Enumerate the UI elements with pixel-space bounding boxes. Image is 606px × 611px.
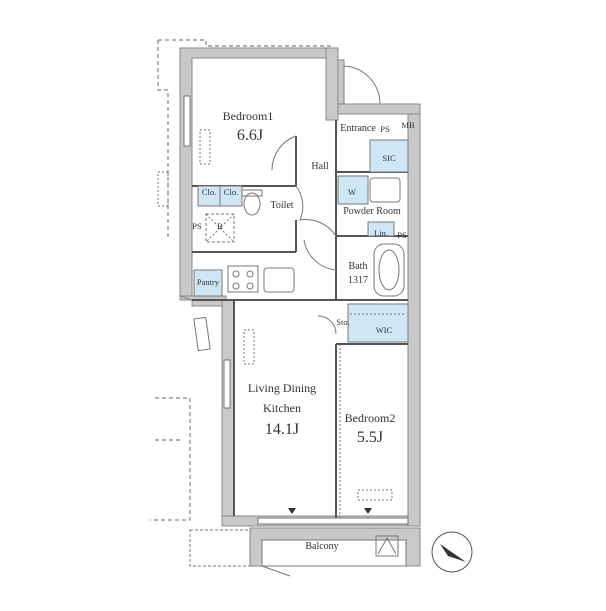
ldk-label-line1: Living Dining: [247, 381, 317, 395]
window-bed1: [183, 95, 191, 147]
markers: [288, 508, 372, 514]
north-arrow-icon: [431, 531, 473, 573]
door-swings: [271, 65, 381, 335]
wall-entrance-top: [337, 103, 421, 115]
wall-entry-door-jamb: [337, 59, 345, 105]
closet-2-tag: Clo.: [223, 187, 239, 197]
hall-door-bed1: [271, 135, 297, 171]
marker-bed2: [364, 508, 372, 514]
bathtub: [373, 243, 405, 297]
linen-area: [367, 221, 395, 237]
balcony-outline: [189, 529, 407, 577]
toilet-door: [295, 185, 304, 221]
bedroom1-area: 6.6J: [236, 127, 264, 144]
entry-door: [343, 65, 381, 105]
lin-tag: Lin.: [374, 228, 388, 238]
ldk-area: 14.1J: [264, 421, 300, 438]
wic-label: WIC: [375, 325, 393, 335]
sink: [369, 177, 401, 203]
bedroom2-label: Bedroom2: [344, 411, 396, 425]
bath-label: Bath: [348, 261, 368, 272]
wall-right: [407, 107, 421, 527]
ac-unit-bed1: [199, 129, 211, 165]
entrance-label: Entrance: [340, 123, 376, 134]
ac-unit-bed2: [357, 489, 393, 501]
marker-ldk: [288, 508, 296, 514]
closet-1-tag: Clo.: [201, 187, 217, 197]
bathtub-inner: [378, 249, 400, 291]
balcony-label: Balcony: [305, 541, 339, 552]
pantry-area: [193, 269, 223, 297]
wic-area: [347, 303, 409, 343]
wall-bed1-right: [325, 47, 339, 121]
powder-door: [299, 219, 337, 237]
pantry-label: Pantry: [196, 277, 220, 287]
sic-label: SIC: [382, 153, 396, 163]
fixtures: [157, 95, 409, 557]
window-bottom: [257, 517, 409, 525]
toilet-tank: [241, 189, 263, 197]
storage-areas: [193, 139, 409, 343]
washer-tag: W: [347, 187, 357, 197]
hall-label: Hall: [311, 161, 329, 172]
outdoor-unit: [375, 535, 399, 557]
ps-left-tag: PS: [192, 221, 202, 231]
toilet-bowl: [243, 192, 261, 216]
ac-unit-left: [157, 171, 169, 207]
toilet-label: Toilet: [270, 200, 294, 211]
storage-door: [317, 315, 337, 335]
mb-tag: MB: [401, 120, 415, 130]
left-vent-box: [193, 316, 211, 352]
powder-room-label: Powder Room: [343, 206, 401, 217]
ps-powder-tag: PS: [397, 230, 407, 240]
window-ldk: [223, 359, 231, 409]
wall-top-left: [179, 47, 339, 301]
ps-entrance-tag: PS: [380, 124, 390, 134]
stove: [227, 265, 259, 293]
ldk-label-line2: Kitchen: [263, 401, 301, 415]
ldk-door: [303, 239, 337, 271]
bedroom1-label: Bedroom1: [222, 109, 274, 123]
sto-bed-tag: Sto.: [336, 317, 350, 327]
bath-size: 1317: [348, 275, 368, 286]
washer-area: [337, 175, 369, 205]
fridge-space: [205, 213, 235, 243]
kitchen-sink: [263, 267, 295, 293]
ac-unit-ldk: [243, 329, 255, 365]
sic-area: [369, 139, 409, 173]
fridge-tag: R: [217, 221, 223, 231]
bedroom2-area: 5.5J: [356, 429, 384, 446]
